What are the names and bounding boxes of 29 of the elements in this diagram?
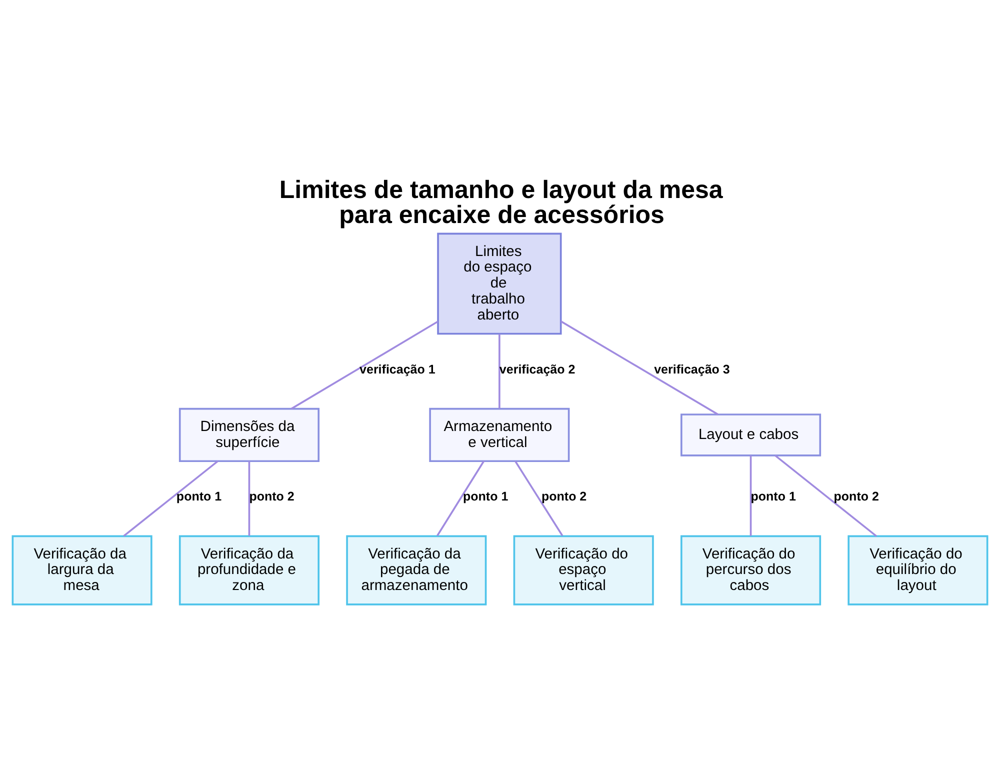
edge-label: ponto 2 <box>542 490 587 504</box>
connector <box>123 460 218 537</box>
connector <box>290 320 438 410</box>
node-box: Verificação do equilíbrio do layout <box>848 535 988 606</box>
node-box: Verificação do percurso dos cabos <box>680 535 822 606</box>
node-box: Limites do espaço de trabalho aberto <box>437 232 562 335</box>
edge-label: verificação 3 <box>654 362 730 376</box>
connector <box>750 455 752 536</box>
edge-label: ponto 2 <box>834 490 879 504</box>
edge-label: ponto 1 <box>176 490 222 504</box>
node-box: Verificação da profundidade e zona <box>178 535 320 606</box>
edge-label: verificação 1 <box>360 362 436 376</box>
connector <box>774 454 878 537</box>
edge-label: verificação 2 <box>499 362 576 376</box>
connector <box>514 460 564 536</box>
connector <box>436 460 485 536</box>
node-box: Dimensões da superfície <box>178 408 320 462</box>
connector <box>248 461 250 536</box>
connector <box>498 334 500 409</box>
edge-label: ponto 2 <box>249 490 294 504</box>
edge-label: ponto 1 <box>750 490 796 504</box>
node-box: Layout e cabos <box>680 414 822 456</box>
node-box: Verificação da largura da mesa <box>12 535 152 606</box>
connector <box>560 320 718 416</box>
node-box: Armazenamento e vertical <box>429 408 570 462</box>
node-box: Verificação do espaço vertical <box>513 535 654 606</box>
diagram-title: Limites de tamanho e layout da mesa para encaixe de acessórios <box>279 176 723 229</box>
node-box: Verificação da pegada de armazenamento <box>346 535 487 606</box>
edge-label: ponto 1 <box>463 490 508 504</box>
